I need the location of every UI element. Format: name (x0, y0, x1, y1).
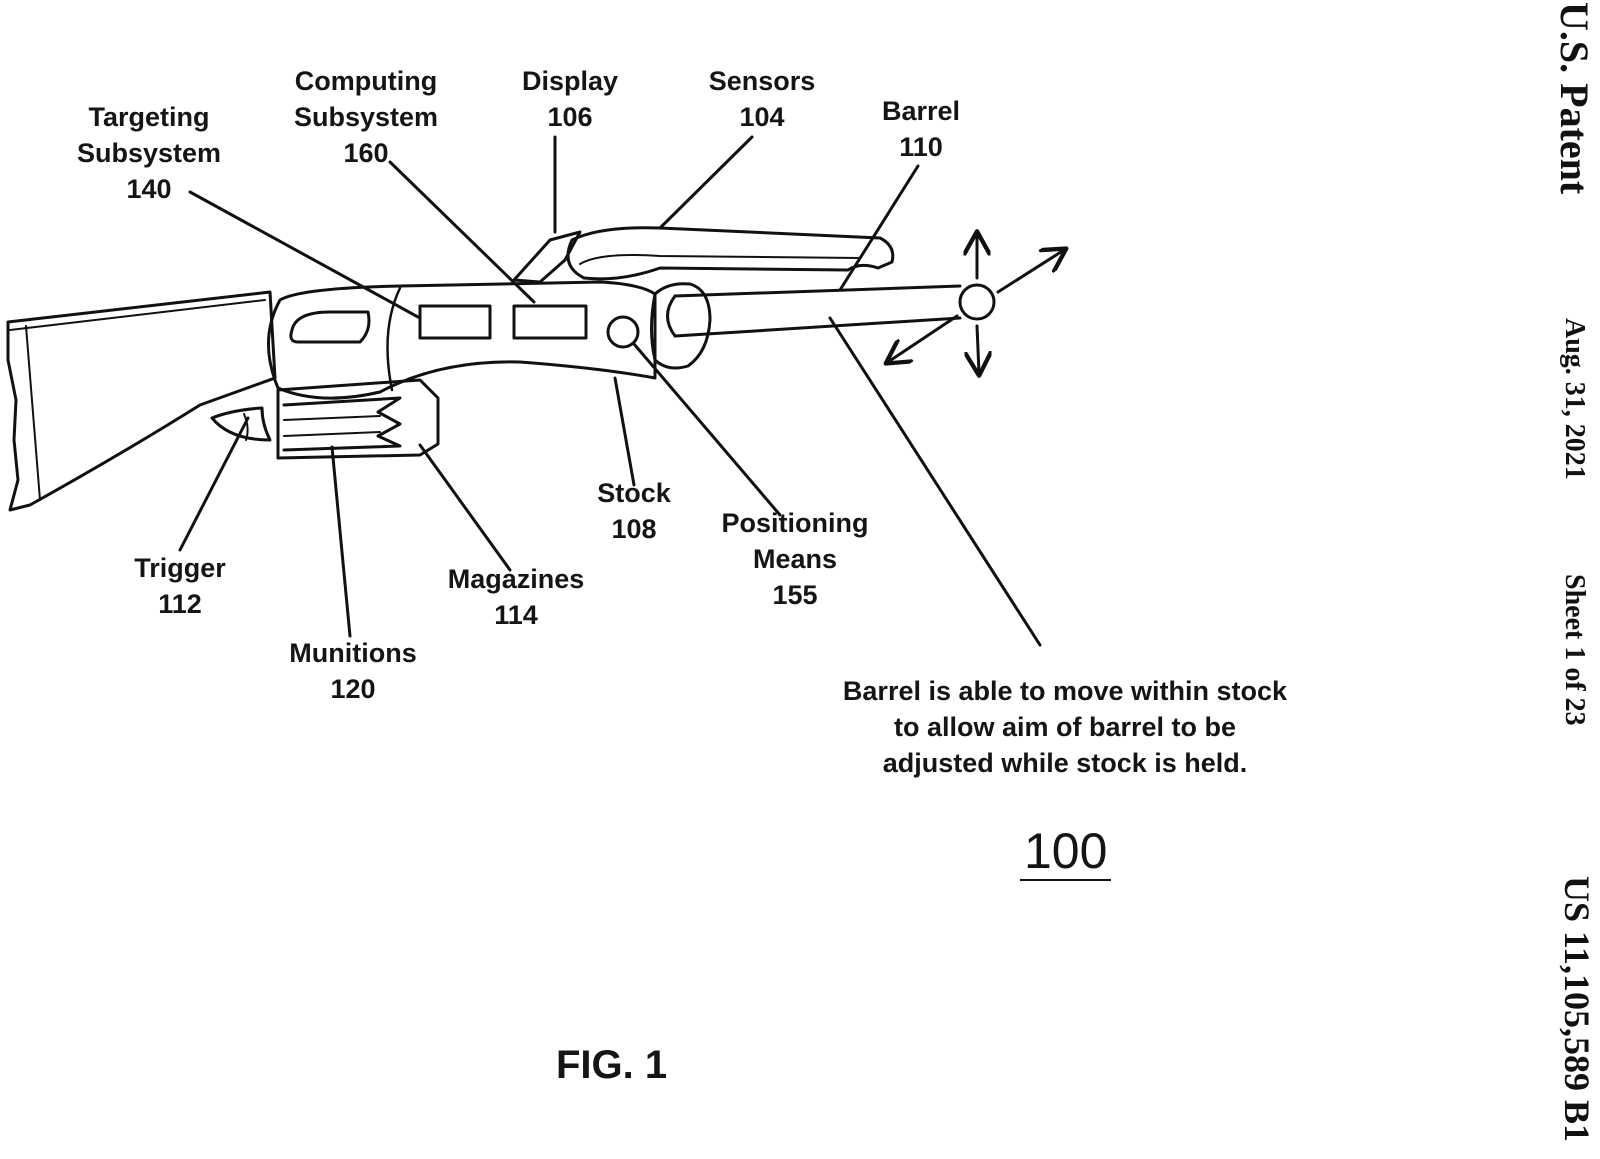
trigger (212, 408, 270, 440)
reference-number: 100 (1020, 823, 1111, 881)
grip-opening (291, 312, 369, 342)
label-munitions: Munitions 120 (274, 635, 432, 707)
header-sheet: Sheet 1 of 23 (1558, 574, 1590, 726)
computing-subsystem-box (514, 306, 586, 338)
leader-lines (180, 137, 1040, 645)
label-magazines: Magazines 114 (432, 561, 600, 633)
header-patent-number: US 11,105,589 B1 (1556, 876, 1598, 1142)
label-display: Display 106 (505, 63, 635, 135)
positioning-means-circle (608, 317, 638, 347)
label-sensors: Sensors 104 (693, 63, 831, 135)
label-barrel: Barrel 110 (865, 93, 977, 165)
label-trigger: Trigger 112 (118, 550, 242, 622)
label-stock: Stock 108 (578, 475, 690, 547)
barrel-muzzle (960, 285, 994, 319)
sensors-housing (568, 228, 893, 279)
figure-caption: FIG. 1 (556, 1043, 667, 1087)
label-targeting-subsystem: Targeting Subsystem 140 (64, 99, 234, 207)
header-date: Aug. 31, 2021 (1558, 318, 1590, 480)
header-patent: U.S. Patent (1551, 2, 1598, 194)
display-panel (514, 232, 580, 282)
arrow-upper-right (998, 250, 1064, 292)
barrel (668, 286, 961, 336)
arrow-down (977, 326, 979, 373)
label-computing-subsystem: Computing Subsystem 160 (278, 63, 454, 171)
barrel-movement-note: Barrel is able to move within stock to a… (815, 673, 1315, 781)
munitions (284, 398, 400, 450)
label-positioning-means: Positioning Means 155 (700, 505, 890, 613)
targeting-subsystem-box (420, 306, 490, 338)
stock-body (268, 282, 655, 398)
